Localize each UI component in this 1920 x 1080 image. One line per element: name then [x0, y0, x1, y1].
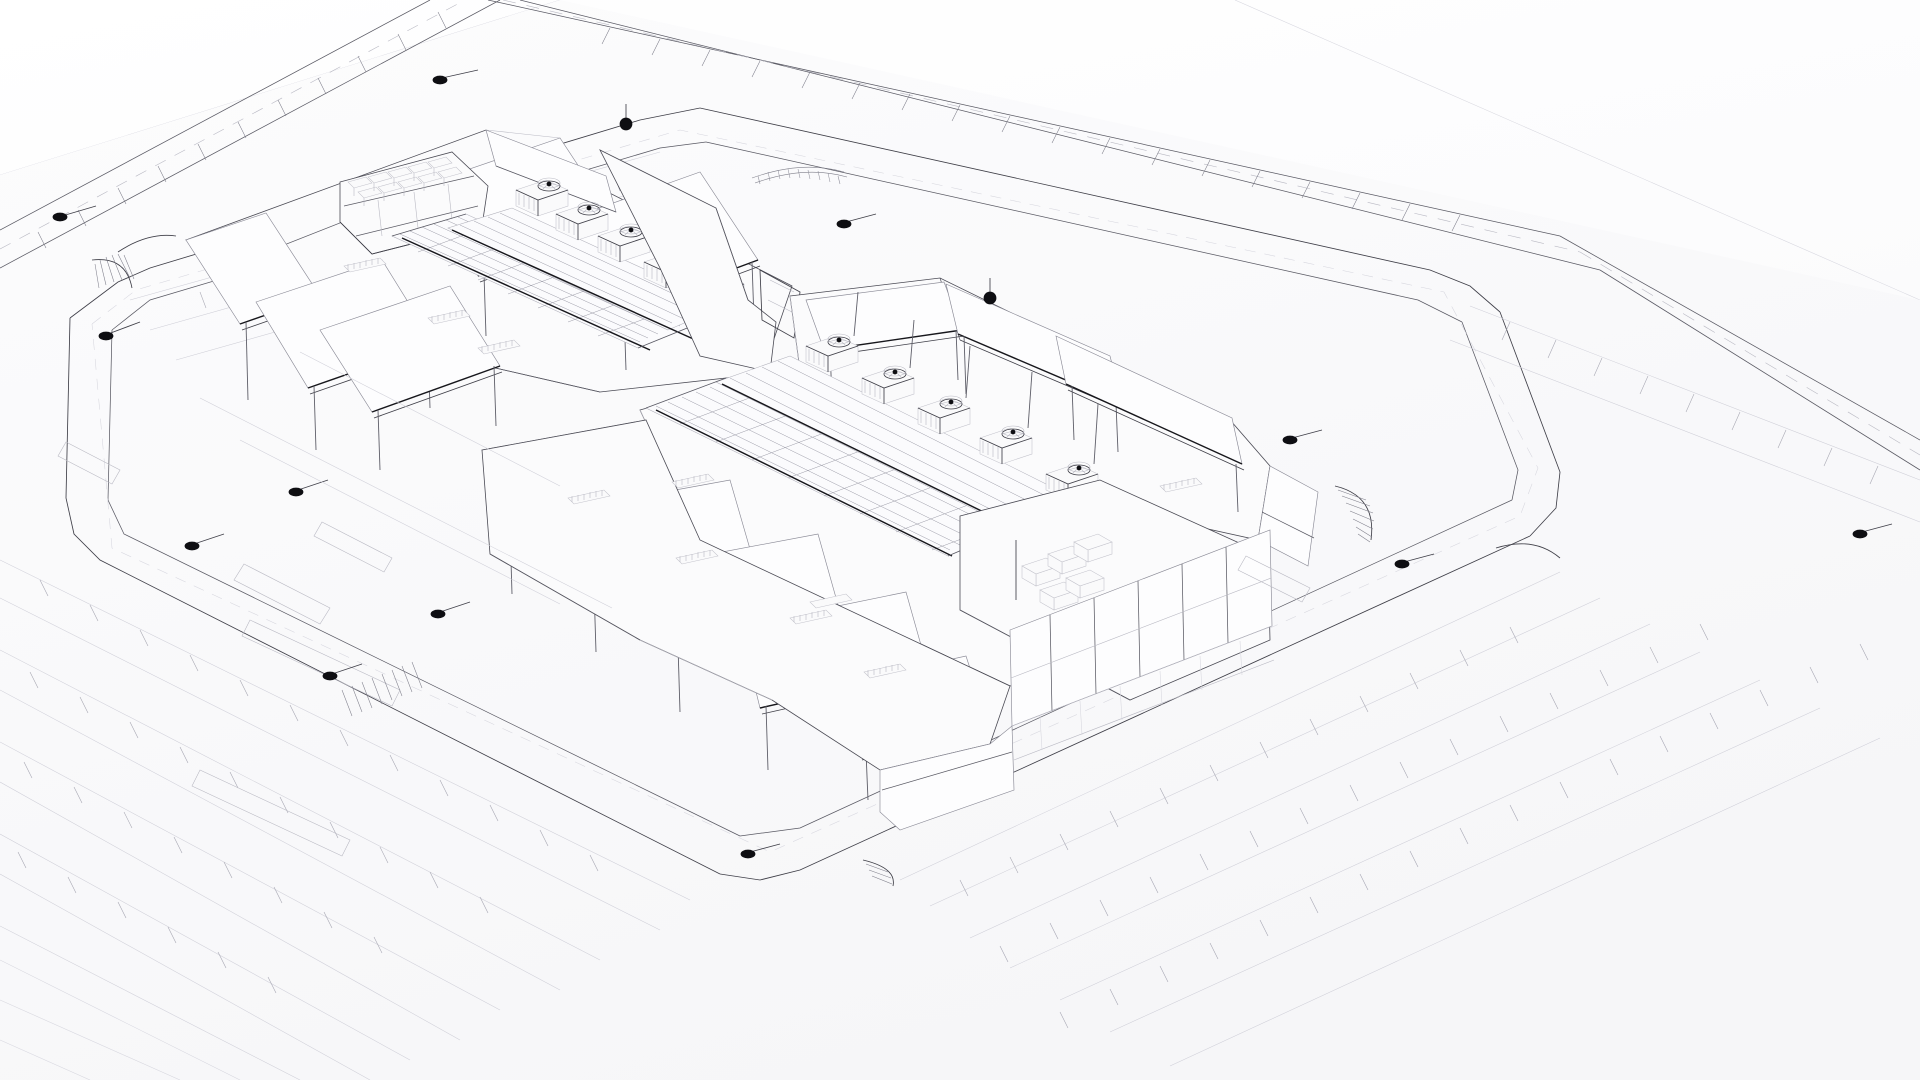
- inner-parking-aisles: [199, 351, 613, 609]
- canopy: [805, 281, 965, 401]
- penthouse-equipment-array: [347, 156, 463, 206]
- light-pole: [1282, 429, 1323, 445]
- parking-field-southeast: [899, 571, 1881, 1067]
- curb-return: [91, 253, 135, 289]
- dock-equipment: [1021, 533, 1113, 611]
- light-pole: [740, 843, 781, 859]
- rtu: [861, 319, 915, 405]
- rtu: [555, 201, 609, 241]
- rtu: [805, 291, 859, 373]
- crosswalk: [751, 166, 848, 185]
- anchor-canopies: [805, 281, 1245, 513]
- parking-field-southwest: [0, 559, 691, 1080]
- light-pole: [98, 321, 141, 341]
- light-pole: [1852, 523, 1893, 539]
- light-pole: [322, 663, 363, 681]
- light-pole: [983, 278, 997, 305]
- site-fence: [1011, 625, 1275, 761]
- distant-parking-texture: [0, 959, 241, 1080]
- roof-vent: [809, 593, 853, 609]
- light-pole: [836, 213, 877, 229]
- landscape-islands: [57, 441, 1311, 625]
- rtu: [515, 177, 569, 217]
- ring-road: [65, 107, 1561, 881]
- light-poles: [52, 69, 1893, 859]
- anchor-facade: [1257, 465, 1319, 567]
- parking-field-east: [1449, 305, 1920, 523]
- light-pole: [619, 104, 633, 131]
- curb-return: [862, 859, 894, 887]
- crosswalk: [341, 661, 423, 717]
- rtu: [979, 371, 1033, 465]
- arterial-road-northeast: [487, 0, 1601, 271]
- curb-return: [1334, 485, 1375, 543]
- roof-vents-south: [343, 257, 1203, 679]
- light-pole: [288, 479, 329, 497]
- horizon-line: [1234, 0, 1920, 301]
- light-pole: [52, 205, 97, 222]
- curb-return: [1495, 543, 1561, 559]
- arterial-road-east: [1559, 235, 1920, 471]
- rtu: [917, 345, 971, 435]
- arterial-road-north: [0, 0, 501, 269]
- curb-return: [117, 234, 177, 253]
- canopy: [1055, 335, 1245, 513]
- light-pole: [1394, 553, 1435, 569]
- skylight-array-south: [645, 355, 1063, 557]
- light-pole: [430, 601, 471, 619]
- curb-returns: [91, 234, 1561, 887]
- loading-dock: [879, 479, 1273, 831]
- light-pole: [184, 533, 225, 551]
- light-pole: [432, 69, 479, 85]
- dock-retaining-wall: [879, 725, 1015, 831]
- north-east-wing: [599, 149, 801, 373]
